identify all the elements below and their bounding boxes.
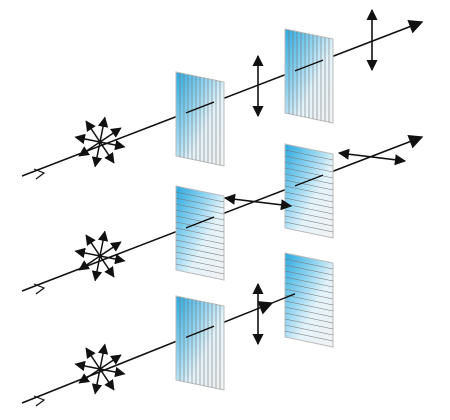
grating-line: [284, 294, 334, 306]
starburst-spoke: [99, 127, 122, 143]
starburst-spoke: [74, 247, 101, 259]
grating-line: [284, 324, 334, 336]
starburst-spoke: [85, 347, 101, 370]
starburst-spoke: [99, 368, 115, 391]
first-polarizer-vertical: [175, 295, 225, 391]
starburst-spoke: [99, 255, 115, 278]
grating-line: [175, 239, 225, 251]
first-polarizer-vertical: [175, 71, 225, 167]
starburst-spoke: [78, 255, 101, 271]
grating-line: [175, 263, 225, 275]
grating-line: [284, 167, 334, 179]
starburst-spoke: [91, 368, 103, 395]
grating-line: [175, 197, 225, 209]
grating-line: [175, 215, 225, 227]
polarizer-row-top: [21, 8, 424, 180]
grating-line: [284, 306, 334, 318]
light-ray-through-filter: [185, 101, 215, 114]
ray-start-chevron-icon: [33, 168, 46, 180]
grating-line: [284, 185, 334, 197]
grating-line: [284, 270, 334, 282]
starburst-spoke: [99, 354, 122, 370]
grating-line: [284, 203, 334, 215]
grating-line: [175, 257, 225, 269]
grating-line: [284, 173, 334, 185]
polarization-after-horizontal: [337, 148, 407, 166]
grating-line: [175, 203, 225, 215]
grating-line: [284, 215, 334, 227]
starburst-spoke: [97, 343, 109, 370]
grating-line: [175, 245, 225, 257]
grating-line: [284, 209, 334, 221]
starburst-spoke: [74, 133, 101, 145]
starburst-spoke: [85, 234, 101, 257]
light-ray-through-filter: [185, 216, 215, 229]
starburst-spoke: [91, 141, 103, 168]
starburst-spoke: [99, 141, 115, 164]
grating-line: [284, 300, 334, 312]
grating-line: [284, 276, 334, 288]
grating-line: [284, 197, 334, 209]
polarization-arrow: [223, 193, 293, 211]
grating-line: [175, 227, 225, 239]
light-ray-through-filter: [294, 174, 324, 187]
light-ray-through-filter: [185, 325, 215, 339]
grating-line: [284, 258, 334, 270]
grating-line: [284, 318, 334, 330]
starburst-spoke: [78, 368, 101, 384]
light-ray-through-filter: [271, 293, 296, 304]
starburst-spoke: [99, 241, 122, 257]
grating-line: [284, 330, 334, 342]
starburst-spoke: [99, 366, 126, 378]
grating-line: [284, 191, 334, 203]
grating-line: [284, 288, 334, 300]
ray-start-chevron-icon: [33, 395, 46, 407]
grating-line: [175, 209, 225, 221]
starburst-spoke: [97, 230, 109, 257]
grating-line: [175, 191, 225, 203]
starburst-spoke: [85, 120, 101, 143]
grating-line: [284, 179, 334, 191]
grating-line: [284, 282, 334, 294]
grating-line: [175, 221, 225, 233]
grating-line: [284, 149, 334, 161]
grating-line: [284, 161, 334, 173]
ray-start-chevron-icon: [33, 283, 46, 295]
starburst-arrows-icon: [74, 230, 126, 282]
starburst-spoke: [97, 116, 109, 143]
grating-line: [284, 221, 334, 233]
starburst-spoke: [91, 255, 103, 282]
second-polarizer-vertical: [284, 28, 334, 124]
starburst-spoke: [99, 139, 126, 151]
light-ray: [21, 301, 274, 404]
starburst-arrows-icon: [74, 116, 126, 168]
grating-line: [284, 312, 334, 324]
grating-line: [284, 155, 334, 167]
first-polarizer-horizontal: [175, 185, 225, 281]
polarization-arrow: [337, 148, 407, 166]
starburst-spoke: [74, 360, 101, 372]
second-polarizer-horizontal: [284, 143, 334, 239]
starburst-spoke: [78, 141, 101, 157]
light-ray-through-filter: [294, 59, 324, 72]
polarizer-row-middle: [21, 134, 424, 295]
polarizer-row-bottom: [21, 252, 334, 407]
starburst-arrows-icon: [74, 343, 126, 395]
grating-line: [284, 264, 334, 276]
grating-line: [175, 233, 225, 245]
polarization-between-horizontal: [223, 193, 293, 211]
grating-line: [175, 251, 225, 263]
starburst-spoke: [99, 253, 126, 265]
second-polarizer-horizontal: [284, 252, 334, 348]
